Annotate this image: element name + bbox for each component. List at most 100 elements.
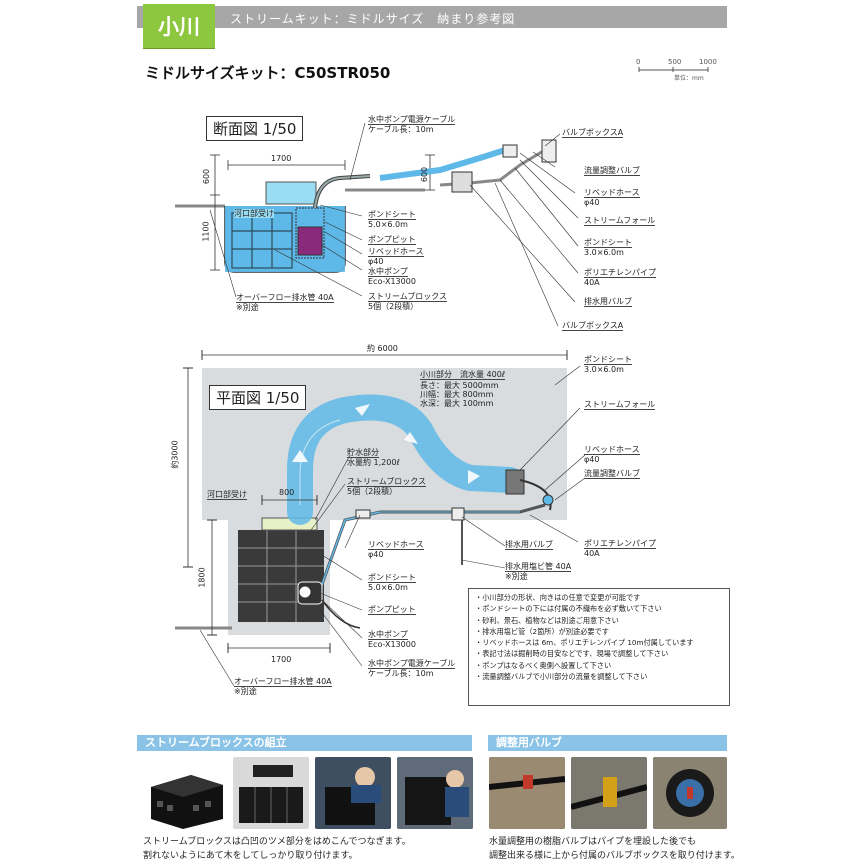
section-stream-blocks: ストリームブロックス: [368, 292, 448, 302]
valve-heading: 調整用バルブ: [488, 735, 727, 751]
header-bar: [137, 6, 727, 28]
scale-tick-500: 500: [668, 58, 682, 66]
section-river-mouth: 河口部受け: [234, 209, 274, 218]
plan-river-width: 川幅：最大 800mm: [420, 390, 494, 399]
section-flow-valve: 流量調整バルブ: [584, 166, 640, 176]
section-valve-box-a: バルブボックスA: [562, 128, 624, 138]
photo-valve-box: [571, 757, 647, 829]
plan-dim-800: 800: [279, 488, 295, 497]
plan-pond-sheet-left: ポンドシート: [368, 573, 416, 583]
header-title: ストリームキット：ミドルサイズ 納まり参考図: [230, 12, 516, 26]
section-drain-valve: 排水用バルブ: [584, 297, 632, 307]
plan-stream-blocks: ストリームブロックス: [347, 477, 427, 487]
plan-drain-pipe-note: ※別途: [505, 572, 528, 581]
section-rivet-hose: リベッドホース: [584, 188, 640, 198]
note-item: ・ポンプはなるべく奥側へ設置して下さい: [475, 660, 612, 670]
plan-river-label: 小川部分 流水量 400ℓ: [420, 370, 506, 380]
section-cable-label: 水中ポンプ電源ケーブル: [368, 115, 456, 125]
valve-caption-2: 調整出来る様に上から付属のバルブボックスを取り付けます。: [489, 851, 740, 861]
note-item: ・砂利、景石、植物などは別途ご用意下さい: [475, 615, 619, 625]
note-item: ・リベッドホースは 6m、ポリエチレンパイプ 10m付属しています: [475, 638, 694, 648]
plan-pump-model: Eco-X13000: [368, 640, 416, 649]
photo-assembly-hands: [315, 757, 391, 829]
assembly-caption-1: ストリームブロックスは凸凹のツメ部分をはめこんでつなぎます。: [143, 837, 411, 847]
section-view-title: 断面図 1/50: [206, 116, 304, 141]
section-pond-sheet-2: ポンドシート: [584, 238, 632, 248]
photo-valve-pipe: [489, 757, 565, 829]
section-cable-length: ケーブル長：10m: [368, 125, 434, 134]
section-pump: 水中ポンプ: [368, 267, 408, 277]
plan-pond-sheet-size: 3.0×6.0m: [584, 365, 624, 374]
scale-bar: 0 500 1000 単位：mm: [636, 58, 726, 88]
notes-box: ・小川部分の形状、向きはの任意で変更が可能です ・ポンドシートの下には付属の不織…: [468, 588, 730, 706]
plan-drain-valve: 排水用バルブ: [505, 540, 553, 550]
section-pond-sheet-size: 5.0×6.0m: [368, 220, 408, 229]
section-rivet-hose-left-size: φ40: [368, 257, 384, 266]
plan-stream-fall: ストリームフォール: [584, 400, 656, 410]
section-poly-pipe: ポリエチレンパイプ: [584, 268, 656, 278]
section-pond-sheet: ポンドシート: [368, 210, 416, 220]
section-pump-model: Eco-X13000: [368, 277, 416, 286]
plan-rivet-hose-left-size: φ40: [368, 550, 384, 559]
plan-dim-width: 約 6000: [367, 344, 398, 353]
plan-dim-height: 約3000: [170, 440, 180, 469]
note-item: ・小川部分の形状、向きはの任意で変更が可能です: [475, 593, 641, 602]
section-valve-box-a-2: バルブボックスA: [562, 321, 624, 331]
section-overflow: オーバーフロー排水管 40A: [236, 293, 334, 303]
plan-storage-label: 貯水部分: [347, 448, 379, 458]
section-pump-pit: ポンプピット: [368, 235, 416, 245]
photo-block-join: [233, 757, 309, 829]
section-stream-blocks-count: 5個（2段積）: [368, 302, 419, 311]
section-rivet-hose-size: φ40: [584, 198, 600, 207]
photo-stream-block: [143, 757, 227, 829]
section-pond-sheet-2-size: 3.0×6.0m: [584, 248, 624, 257]
section-dim-width: 1700: [271, 154, 292, 163]
note-item: ・流量調整バルブで小川部分の流量を調整して下さい: [475, 672, 648, 682]
kit-title: ミドルサイズキット：C50STR050: [145, 64, 391, 82]
section-poly-pipe-size: 40A: [584, 278, 600, 287]
valve-caption-1: 水量調整用の樹脂バルブはパイプを埋設した後でも: [489, 837, 697, 847]
scale-line: [638, 67, 709, 72]
plan-rivet-hose-size: φ40: [584, 455, 600, 464]
section-dim-600-right: 600: [420, 166, 430, 183]
section-view: [175, 122, 579, 327]
plan-cable-length: ケーブル長：10m: [368, 669, 434, 678]
scale-unit: 単位：mm: [674, 75, 704, 82]
plan-drain-pipe: 排水用塩ビ管 40A: [505, 562, 572, 572]
plan-dim-1800: 1800: [197, 567, 207, 588]
category-tag: 小川: [143, 4, 215, 48]
plan-view-title: 平面図 1/50: [209, 385, 307, 410]
scale-tick-1000: 1000: [699, 58, 717, 66]
plan-flow-valve: 流量調整バルブ: [584, 469, 640, 479]
plan-river-mouth: 河口部受け: [207, 490, 247, 500]
note-item: ・ポンドシートの下には付属の不織布を必ず敷いて下さい: [475, 604, 662, 614]
note-item: ・排水用塩ビ管（2箇所）が別途必要です: [475, 626, 609, 636]
plan-pump-pit: ポンプピット: [368, 605, 416, 615]
assembly-heading: ストリームブロックスの組立: [137, 735, 472, 751]
photo-valve-box-top: [653, 757, 727, 829]
plan-overflow-note: ※別途: [234, 687, 257, 696]
plan-poly-pipe: ポリエチレンパイプ: [584, 539, 656, 549]
section-overflow-note: ※別途: [236, 303, 259, 312]
photo-assembly-worker: [397, 757, 473, 829]
section-dim-1100: 1100: [201, 221, 211, 242]
note-item: ・表記寸法は掘削時の目安などです、現場で調整して下さい: [475, 649, 669, 659]
plan-river-length: 長さ：最大 5000mm: [420, 381, 499, 390]
section-stream-fall: ストリームフォール: [584, 216, 656, 226]
plan-pond-sheet-left-size: 5.0×6.0m: [368, 583, 408, 592]
section-rivet-hose-left: リベッドホース: [368, 247, 424, 257]
plan-poly-pipe-size: 40A: [584, 549, 600, 558]
scale-tick-0: 0: [636, 58, 641, 66]
section-dim-600: 600: [202, 168, 212, 185]
plan-overflow: オーバーフロー排水管 40A: [234, 677, 332, 687]
plan-river-depth: 水深：最大 100mm: [420, 399, 494, 408]
plan-pump: 水中ポンプ: [368, 630, 408, 640]
plan-stream-blocks-count: 5個（2段積）: [347, 487, 398, 496]
assembly-caption-2: 割れないようにあて木をしてしっかり取り付けます。: [143, 851, 358, 861]
plan-rivet-hose-left: リベッドホース: [368, 540, 424, 550]
plan-rivet-hose: リベッドホース: [584, 445, 640, 455]
plan-dim-1700: 1700: [271, 655, 292, 664]
plan-cable: 水中ポンプ電源ケーブル: [368, 659, 456, 669]
plan-pond-sheet: ポンドシート: [584, 355, 632, 365]
